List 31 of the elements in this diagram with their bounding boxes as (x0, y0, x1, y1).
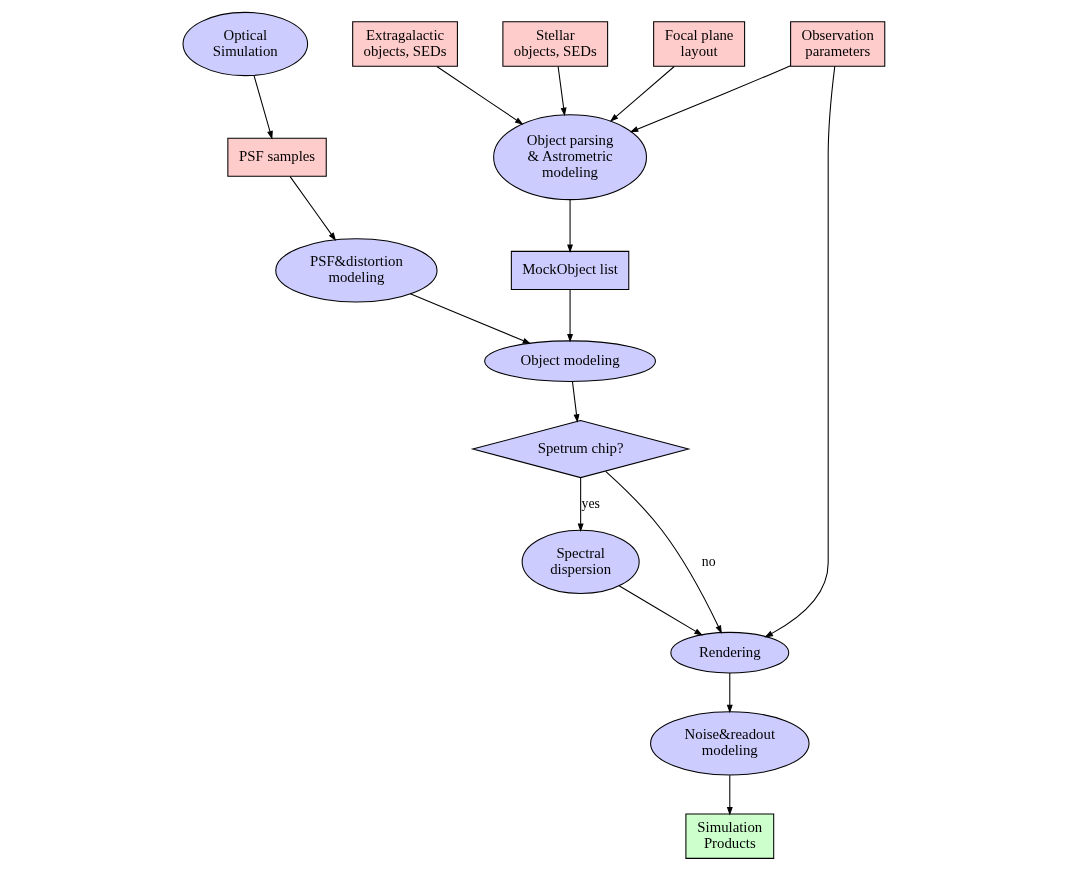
arrow (764, 65, 836, 638)
arrow (571, 381, 580, 423)
node-ellipse: Spectral dispersion (521, 529, 640, 595)
arrow (567, 199, 574, 253)
arrow (436, 65, 524, 125)
node-box: Observation parameters (790, 21, 886, 67)
node-ellipse: Object modeling (484, 340, 656, 382)
node-box: PSF samples (227, 137, 327, 177)
arrow (726, 672, 733, 714)
arrow (253, 74, 273, 140)
arrow (726, 774, 733, 816)
node-ellipse: Noise&readout modeling (650, 711, 810, 776)
arrow (618, 585, 703, 636)
node-ellipse: Optical Simulation (182, 11, 309, 77)
arrow (609, 65, 675, 122)
node-box: Stellar objects, SEDs (502, 21, 609, 67)
arrow (567, 289, 574, 343)
node-box: MockObject list (510, 250, 630, 290)
arrow (409, 293, 532, 344)
node-box: Extragalactic objects, SEDs (352, 21, 458, 67)
node-box: Focal plane layout (653, 21, 746, 67)
edge-label: no (701, 553, 716, 569)
edge-label: yes (581, 495, 600, 511)
arrow (557, 65, 567, 117)
arrow (577, 477, 584, 533)
node-diamond: Spetrum chip? (470, 419, 691, 479)
node-ellipse: PSF&distortion modeling (275, 238, 438, 303)
node-box: Simulation Products (685, 813, 775, 859)
arrow (605, 470, 722, 634)
arrow (629, 65, 791, 133)
arrow (289, 176, 337, 241)
